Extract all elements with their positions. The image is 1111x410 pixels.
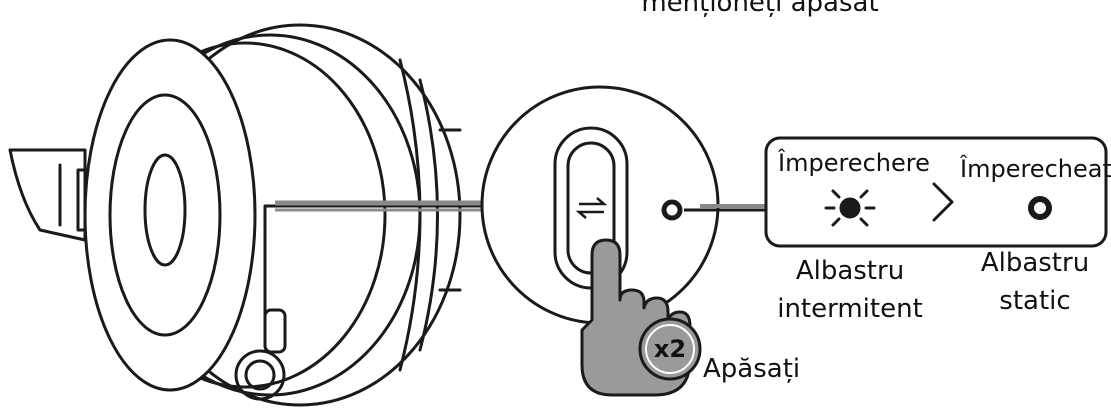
pairing-color-line2: intermitent — [777, 294, 923, 324]
paired-color-line1: Albastru — [980, 248, 1090, 278]
finger-press-icon — [580, 238, 702, 397]
led-indicator-icon — [661, 199, 683, 221]
pairing-label: Împerechere — [778, 149, 930, 177]
status-panel — [764, 136, 1108, 248]
paired-label: Împerecheat — [960, 155, 1111, 183]
pairing-color-line1: Albastru — [795, 256, 905, 286]
blinking-light-icon — [824, 189, 876, 227]
press-count-badge: x2 — [653, 335, 687, 363]
headset-illustration — [8, 23, 502, 407]
static-light-icon — [1028, 196, 1052, 220]
chevron-right-icon — [932, 182, 954, 222]
press-label: Apăsați — [703, 354, 801, 384]
paired-color-line2: static — [999, 286, 1071, 316]
top-caption: menționeți apăsat — [641, 0, 879, 18]
pairing-button-icon — [575, 197, 608, 219]
